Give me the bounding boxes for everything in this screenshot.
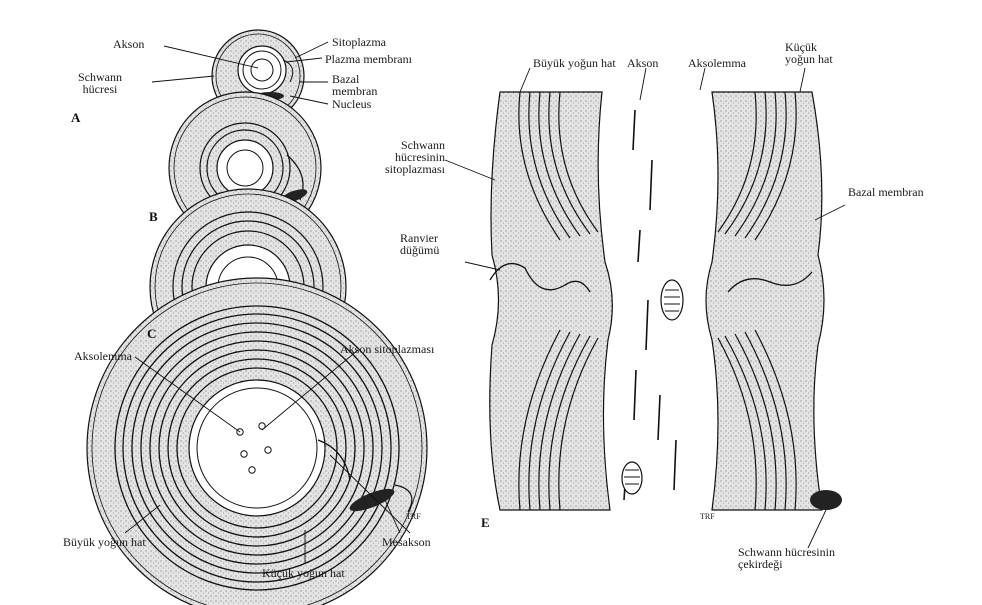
nucleus-shape-e [810, 490, 842, 510]
mitochondrion-lower [622, 462, 642, 494]
label-ranvier-line2: düğümü [400, 244, 439, 256]
label-bazal-membran-e: Bazal membran [848, 186, 924, 198]
label-bazal-line2: membran [332, 85, 377, 97]
label-kucuk-yogun-hat-d: Küçük yoğun hat [262, 567, 345, 579]
label-kucuk-yogun-hat-e: Küçük yoğun hat [785, 41, 833, 65]
label-schwann-sito-line3: sitoplazması [355, 163, 445, 175]
label-aksolemma-d: Aksolemma [74, 350, 132, 362]
label-akson: Akson [113, 38, 144, 50]
label-schwann-line2: hücresi [78, 83, 122, 95]
label-plazma-membrani: Plazma membranı [325, 53, 412, 65]
panel-label-a: A [71, 110, 80, 126]
mitochondrion-upper [661, 280, 683, 320]
label-mesakson: Mesakson [382, 536, 431, 548]
label-buyuk-yogun-hat-d: Büyük yoğun hat [63, 536, 146, 548]
panel-label-e: E [481, 515, 490, 531]
label-schwann-sitoplazmasi: Schwann hücresinin sitoplazması [355, 139, 445, 175]
label-nucleus: Nucleus [332, 98, 371, 110]
label-schwann-hucresi: Schwann hücresi [78, 71, 122, 95]
label-buyuk-yogun-hat-e: Büyük yoğun hat [533, 57, 616, 69]
label-kucuk-line2: yoğun hat [785, 53, 833, 65]
label-schwann-cek-line2: çekirdeği [738, 558, 835, 570]
label-akson-e: Akson [627, 57, 658, 69]
panel-e-figure [490, 92, 842, 510]
label-signature-d: TRF [406, 511, 421, 523]
panel-d-figure [87, 278, 427, 605]
panel-label-c: C [147, 326, 156, 342]
label-signature-e: TRF [700, 511, 715, 523]
label-akson-sitoplazmasi: Akson sitoplazması [340, 343, 434, 355]
label-schwann-cekirdegi: Schwann hücresinin çekirdeği [738, 546, 835, 570]
label-sitoplazma: Sitoplazma [332, 36, 386, 48]
panel-label-b: B [149, 209, 158, 225]
label-bazal-membran: Bazal membran [332, 73, 377, 97]
label-aksolemma-e: Aksolemma [688, 57, 746, 69]
label-ranvier-dugumu: Ranvier düğümü [400, 232, 439, 256]
